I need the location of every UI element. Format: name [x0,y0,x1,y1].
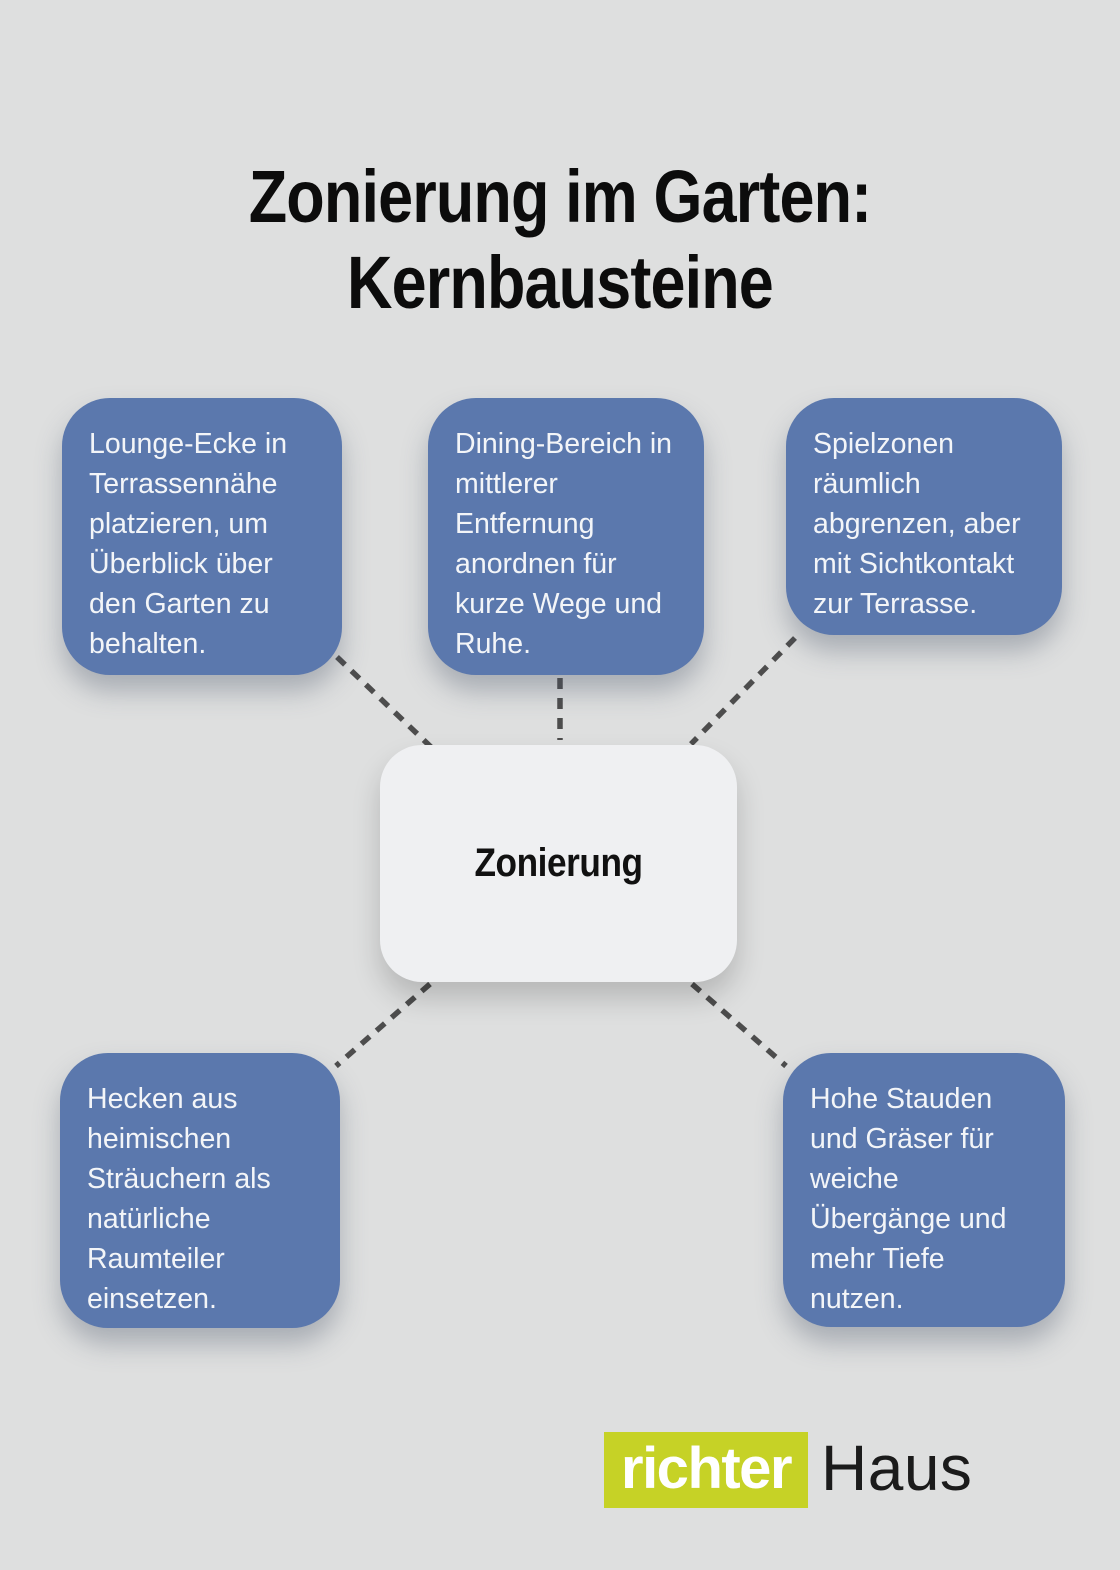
node-dining: Dining-Bereich in mittlerer Entfernung a… [428,398,704,675]
node-lounge: Lounge-Ecke in Terrassennähe platzieren,… [62,398,342,675]
center-node-label: Zonierung [474,841,643,885]
node-text: Spielzonen räumlich abgrenzen, aber mit … [813,428,1021,620]
page-title-line-2: Kernbausteine [347,240,774,324]
node-text: Hohe Stauden und Gräser für weiche Überg… [810,1083,1007,1315]
logo-brand-text: richter [621,1435,793,1501]
node-text: Hecken aus heimischen Sträuchern als nat… [87,1083,271,1315]
logo-name-text: Haus [821,1432,973,1504]
connector-bottom-left [334,981,432,1069]
node-spielzonen: Spielzonen räumlich abgrenzen, aber mit … [786,398,1062,635]
brand-logo: richter Haus [604,1432,972,1508]
connector-top-left [335,655,434,750]
node-text: Dining-Bereich in mittlerer Entfernung a… [455,428,673,660]
page-title: Zonierung im Garten: Kernbausteine [84,154,1036,326]
center-node: Zonierung [380,745,737,982]
page-title-line-1: Zonierung im Garten: [248,154,872,238]
node-text: Lounge-Ecke in Terrassennähe platzieren,… [89,428,288,660]
node-stauden: Hohe Stauden und Gräser für weiche Überg… [783,1053,1065,1327]
connector-top-right [689,636,797,746]
logo-brand-badge: richter [604,1432,809,1508]
connector-bottom-right [690,981,788,1069]
node-hecken: Hecken aus heimischen Sträuchern als nat… [60,1053,340,1328]
